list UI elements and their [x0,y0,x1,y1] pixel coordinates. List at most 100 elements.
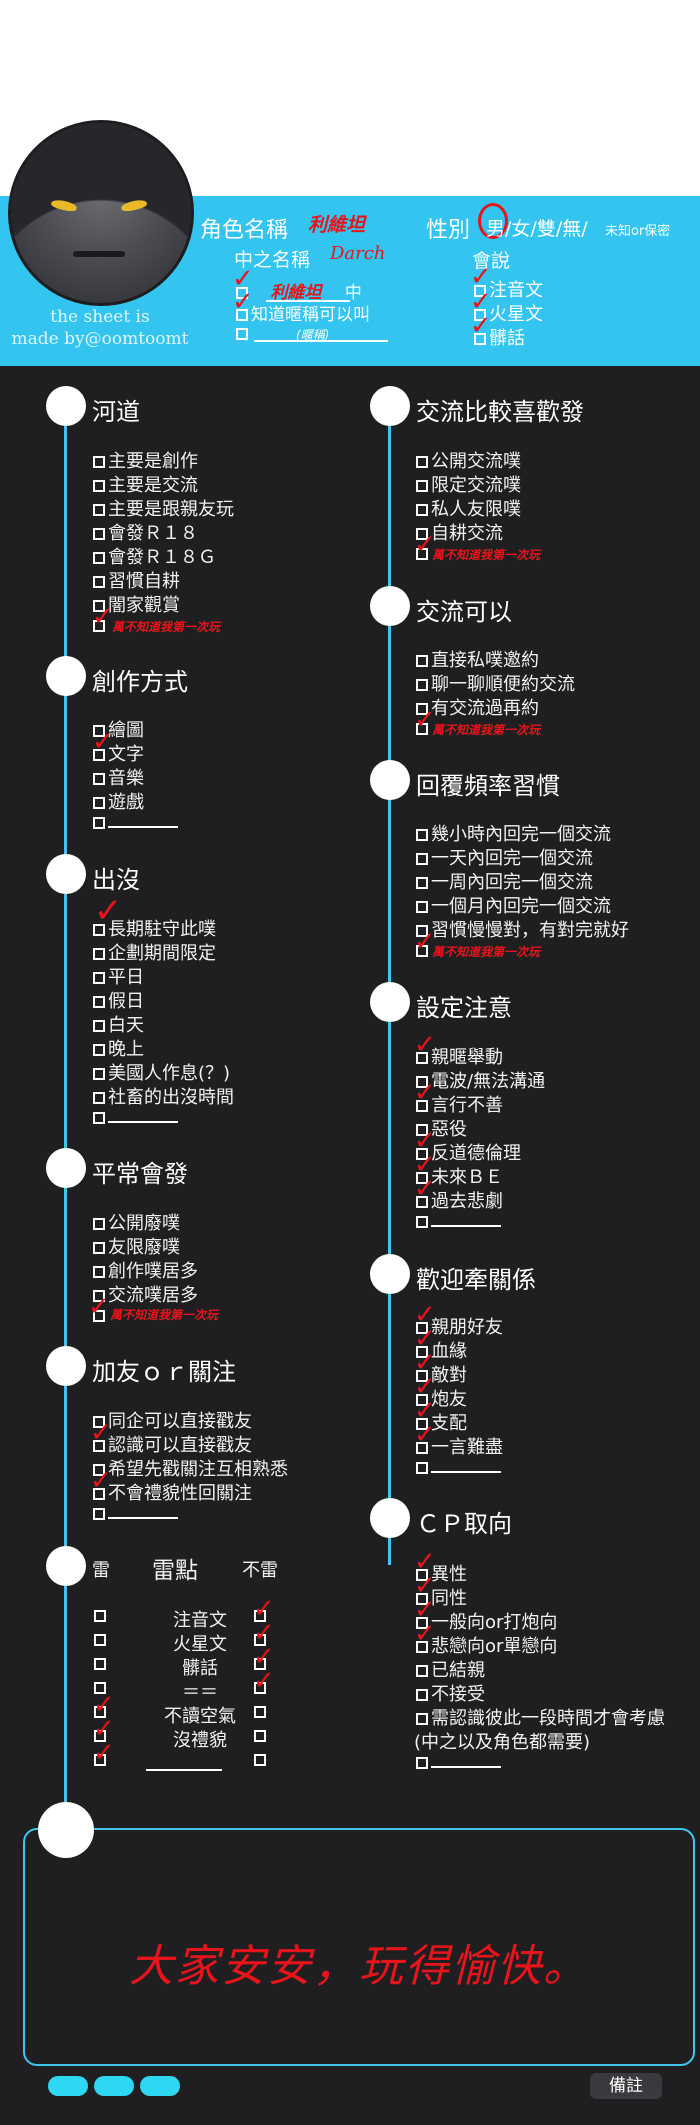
appear-item-7: 美國人作息(？) [93,1059,230,1085]
section-dot-reply [370,760,410,800]
trap-row-3 [94,1654,106,1675]
caution-item-2: 電波/無法溝通 [416,1067,545,1093]
trap-nocheck-7 [254,1750,266,1771]
friend-item-3: 希望先戳關注互相熟悉 [93,1455,288,1481]
caution-item-5: 反道德倫理 [416,1139,521,1165]
like-exchange-item-1: 公開交流噗 [416,447,521,473]
trap-label-5: 不讀空氣 [164,1706,236,1727]
cp-item-7: 需認識彼此一段時間才會考慮 [416,1704,665,1730]
friend-item-blank [93,1503,178,1524]
relation-item-6: 一言難盡 [416,1433,503,1459]
speaks-item-1: 注音文 [474,276,543,302]
section-title-reply: 回覆頻率習慣 [416,772,560,800]
caution-check-5: ✓ [414,1126,436,1156]
nickname-underline [266,300,350,302]
friend-item-4: 不會禮貌性回關注 [93,1479,252,1505]
trap-nocheck-mark-4: ✓ [253,1666,275,1696]
section-dot-exchange-ok [370,586,410,626]
hedao-item-6: 習慣自耕 [93,567,180,593]
gender-other: 未知or保密 [605,224,671,239]
section-title-appear: 出沒 [92,866,140,894]
speaks-item-2: 火星文 [474,300,543,326]
reply-item-4: 一個月內回完一個交流 [416,892,611,918]
character-avatar [8,120,194,306]
trap-label-2: 火星文 [173,1634,227,1655]
appear-check-1: ✓ [94,891,123,931]
hedao-item-4: 會發Ｒ１８ [93,519,198,545]
page-pill-2[interactable] [94,2076,134,2096]
trap-label-6: 沒禮貌 [173,1730,227,1751]
creation-item-1: 繪圖 [93,716,144,742]
exchange-ok-item-4 [416,718,431,739]
creation-item-4: 遊戲 [93,788,144,814]
note-button[interactable]: 備註 [590,2073,662,2099]
memo-slogan: 大家安安，玩得愉快。 [129,1941,589,1992]
trap-col-1: 雷 [92,1560,110,1581]
cp-item-6: 不接受 [416,1680,485,1706]
relation-check-1: ✓ [414,1300,436,1330]
page-pill-3[interactable] [140,2076,180,2096]
hedao-item-2: 主要是交流 [93,471,198,497]
cp-item-1: 異性 [416,1560,467,1586]
section-title-hedao: 河道 [92,398,140,426]
relation-item-blank [416,1457,501,1478]
cp-item-2: 同性 [416,1584,467,1610]
caution-item-3: 言行不善 [416,1091,503,1117]
nick-blank-row [236,324,251,344]
cp-check-2: ✓ [414,1571,436,1601]
role-name-value: 利維坦 [308,214,366,236]
section-dot-like-exchange [370,386,410,426]
hedao-item-8 [93,615,108,636]
sheet-credit: the sheet is made by@oomtoomt [11,307,189,349]
trap-col-2: 雷點 [152,1558,198,1584]
page-pill-1[interactable] [48,2076,88,2096]
reply-item-6 [416,940,431,961]
trap-label-blank [146,1769,222,1771]
gender-options: 男/女/雙/無/ [486,218,588,240]
trap-row-5 [94,1702,106,1723]
friend-check-2: ✓ [90,1418,112,1448]
hedao-item-7: 闇家觀賞 [93,591,180,617]
section-title-relation: 歡迎牽關係 [416,1266,536,1294]
appear-item-6: 晚上 [93,1035,144,1061]
speaks-checkbox-2[interactable] [474,309,486,321]
exchange-ok-note: 萬不知道我第一次玩 [432,723,541,737]
speaks-check-1: ✓ [470,262,492,292]
relation-item-5: 支配 [416,1409,467,1435]
caution-item-7: 過去悲劇 [416,1187,503,1213]
section-dot-relation [370,1254,410,1294]
caution-item-6: 未來ＢＥ [416,1163,503,1189]
role-name-label: 角色名稱 [200,218,289,243]
speaks-checkbox-1[interactable] [474,285,486,297]
know-call-checkbox[interactable] [236,309,248,321]
exchange-ok-item-3: 有交流過再約 [416,694,539,720]
section-title-like-exchange: 交流比較喜歡發 [416,398,584,426]
cn-name-value: Darch [330,243,386,264]
hedao-item-3: 主要是跟親友玩 [93,495,234,521]
section-dot-usual [46,1148,86,1188]
like-exchange-note: 萬不知道我第一次玩 [432,548,541,562]
nick-blank-checkbox[interactable] [236,328,248,340]
relation-check-6: ✓ [414,1420,436,1450]
relation-item-3: 敵對 [416,1361,467,1387]
know-call-row: 知道暱稱可以叫 [236,300,370,325]
like-exchange-item-2: 限定交流噗 [416,471,521,497]
section-dot-caution [370,982,410,1022]
creation-item-3: 音樂 [93,764,144,790]
caution-item-blank [416,1211,501,1232]
trap-row-4 [94,1678,106,1699]
nickname-checkbox[interactable] [236,287,248,299]
memo-dot [38,1802,94,1858]
relation-check-4: ✓ [414,1372,436,1402]
gender-label: 性別 [426,218,471,243]
friend-check-4: ✓ [90,1466,112,1496]
reply-note: 萬不知道我第一次玩 [432,945,541,959]
appear-item-2: 企劃期間限定 [93,939,216,965]
section-title-exchange-ok: 交流可以 [416,598,512,626]
cp-item-5: 已結親 [416,1656,485,1682]
section-title-friend: 加友ｏｒ關注 [92,1358,236,1386]
nickname-row: 利維坦 中 [236,278,362,303]
speaks-item-3: 髒話 [474,324,525,350]
speaks-checkbox-3[interactable] [474,333,486,345]
cn-name-label: 中之名稱 [234,249,311,271]
